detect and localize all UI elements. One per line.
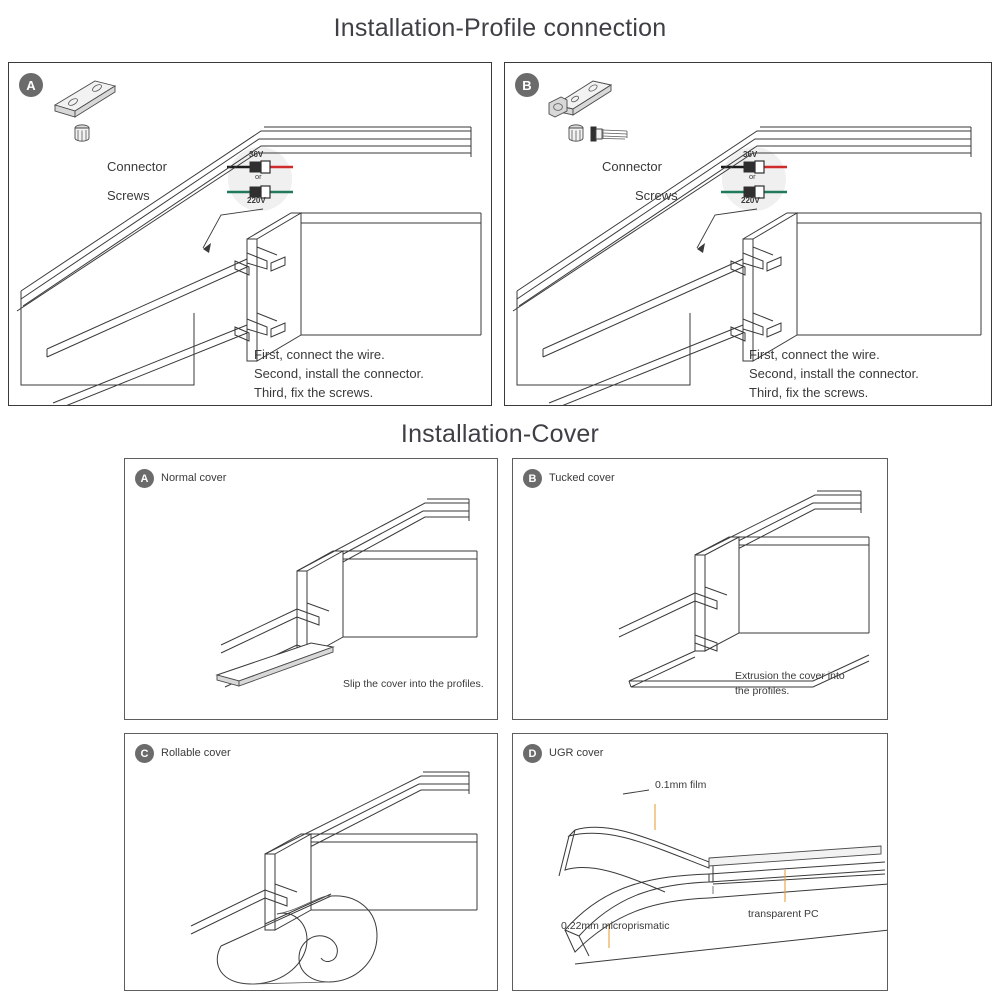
- profile-drawing-b: [512, 126, 982, 405]
- cover-drawing-b: [618, 490, 870, 688]
- cover-drawing-d: [558, 789, 887, 965]
- profile-panel-a: A Connector Screws 36: [8, 62, 492, 406]
- cover-drawing-a: [215, 498, 478, 688]
- flat-plate-connector-icon: [53, 80, 117, 118]
- cover-panel-d: D UGR cover: [512, 733, 888, 991]
- wire-voltage-bottom-a: 220V: [247, 196, 266, 205]
- wire-connector-diagram-a: [227, 147, 293, 211]
- screw-icon-b: [568, 124, 584, 142]
- cover-caption-a: Slip the cover into the profiles.: [343, 678, 484, 690]
- cover-drawing-c: [190, 771, 478, 985]
- panel-badge-b: B: [515, 73, 539, 97]
- cover-panel-b: B Tucked cover Extrusion the cove: [512, 458, 888, 720]
- annotation-microprismatic: 0.22mm microprismatic: [561, 920, 670, 932]
- cover-title-b: Tucked cover: [549, 472, 615, 484]
- panel-badge-a: A: [19, 73, 43, 97]
- cover-panel-a: A Normal cover Slip: [124, 458, 498, 720]
- cover-caption-b: Extrusion the cover into the profiles.: [735, 670, 845, 697]
- cover-badge-c: C: [135, 744, 154, 763]
- profile-drawing-a: [16, 126, 482, 405]
- cover-panel-c: C Rollable cover: [124, 733, 498, 991]
- pointer-arrow-a: [202, 208, 264, 253]
- page-title-profile: Installation-Profile connection: [333, 14, 667, 42]
- part-label-screws-b: Screws: [635, 188, 678, 203]
- profile-steps-b: First, connect the wire. Second, install…: [749, 347, 919, 400]
- wire-or-label-a: or: [255, 172, 262, 181]
- wire-voltage-top-a: 36V: [249, 150, 264, 159]
- wire-voltage-bottom-b: 220V: [741, 196, 760, 205]
- cover-badge-a: A: [135, 469, 154, 488]
- wire-or-label-b: or: [749, 172, 756, 181]
- part-label-connector-a: Connector: [107, 159, 167, 174]
- screw-icon: [74, 124, 90, 142]
- cover-badge-b: B: [523, 469, 542, 488]
- annotation-film: 0.1mm film: [655, 779, 707, 791]
- cover-title-c: Rollable cover: [161, 747, 231, 759]
- cover-title-d: UGR cover: [549, 747, 604, 759]
- annotation-transparent-pc: transparent PC: [748, 908, 819, 920]
- page-title-cover: Installation-Cover: [400, 420, 600, 448]
- bolt-icon: [590, 126, 628, 142]
- pointer-arrow-b: [696, 208, 758, 253]
- profile-steps-a: First, connect the wire. Second, install…: [254, 347, 424, 400]
- profile-panel-b: B Connector Screws: [504, 62, 992, 406]
- part-label-connector-b: Connector: [602, 159, 662, 174]
- cover-badge-d: D: [523, 744, 542, 763]
- part-label-screws-a: Screws: [107, 188, 150, 203]
- angled-bracket-connector-icon: [548, 80, 613, 118]
- cover-title-a: Normal cover: [161, 472, 227, 484]
